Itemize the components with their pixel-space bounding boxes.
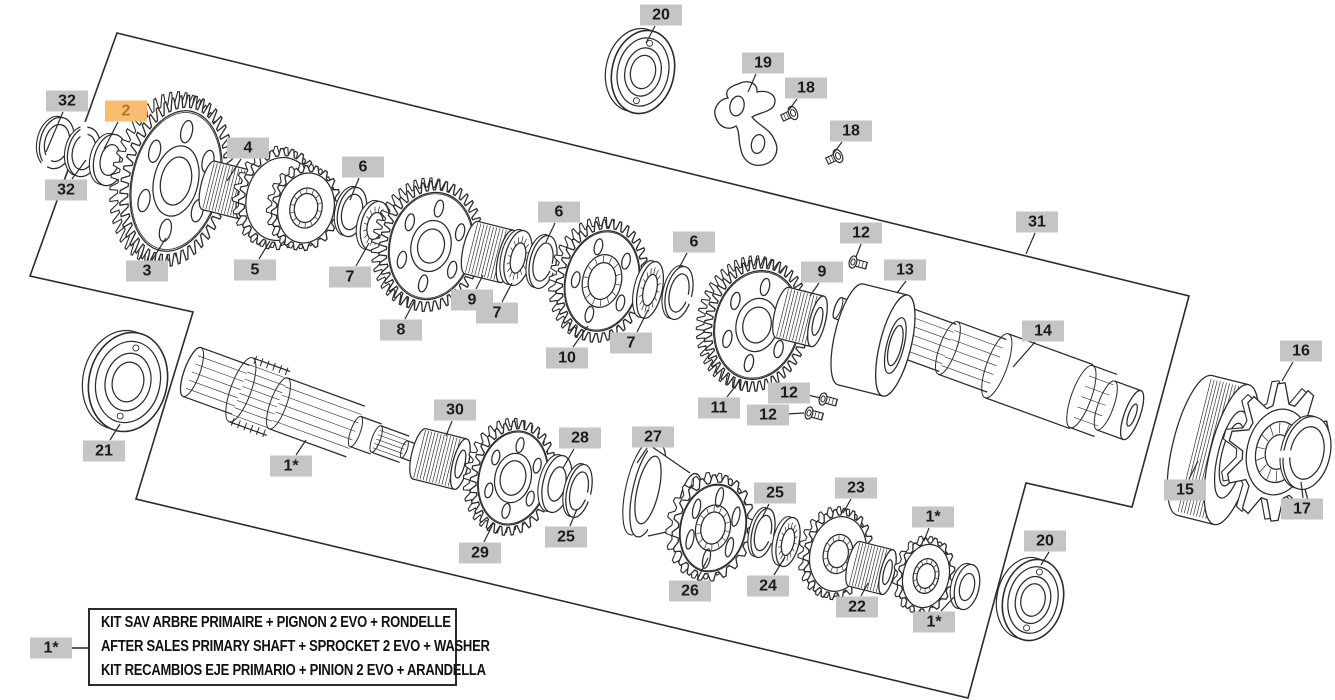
part-label-19[interactable]: 19 [742,52,784,74]
part-label-7a[interactable]: 7 [329,266,371,288]
spline-washer-7c [632,260,665,320]
bearing-20b [995,556,1065,642]
retainer-plate-19 [714,81,778,166]
snap-ring-25b [747,506,777,559]
screw-12a [848,255,869,270]
part-label-18b[interactable]: 18 [830,120,872,142]
gear-3 [109,91,233,268]
part-label-11[interactable]: 11 [698,397,740,419]
panel-border [28,32,1190,699]
leader-lines [45,25,1304,649]
part-label-9b[interactable]: 9 [801,261,843,283]
part-label-32a[interactable]: 32 [46,90,88,112]
needle-bearing-22 [845,540,897,596]
legend-line-fr: KIT SAV ARBRE PRIMAIRE + PIGNON 2 EVO + … [101,614,451,631]
part-label-6a[interactable]: 6 [342,156,384,178]
part-label-22[interactable]: 22 [836,596,878,618]
part-label-1sb[interactable]: 1* [912,506,954,528]
part-label-1sc[interactable]: 1* [913,611,955,633]
snap-ring-6c [661,264,696,321]
part-label-17[interactable]: 17 [1281,498,1323,520]
part-label-26[interactable]: 26 [669,580,711,602]
part-label-12c[interactable]: 12 [747,404,789,426]
part-label-12a[interactable]: 12 [840,222,882,244]
part-label-21[interactable]: 21 [83,440,125,462]
part-label-12b[interactable]: 12 [768,382,810,404]
legend-line-es: KIT RECAMBIOS EJE PRIMARIO + PINION 2 EV… [101,662,486,679]
part-label-18a[interactable]: 18 [785,77,827,99]
gear-10 [548,216,649,343]
screw-12b [818,392,839,407]
bearing-21 [81,329,169,433]
part-label-7b[interactable]: 7 [476,302,518,324]
part-label-14[interactable]: 14 [1022,320,1064,342]
screw-18a [779,105,799,122]
part-label-16[interactable]: 16 [1280,340,1322,362]
primary-shaft-1 [179,346,423,464]
part-label-28[interactable]: 28 [559,427,601,449]
legend-line-en: AFTER SALES PRIMARY SHAFT + SPROCKET 2 E… [101,638,490,655]
part-label-8[interactable]: 8 [380,319,422,341]
part-label-30[interactable]: 30 [434,399,476,421]
gear-29 [462,417,557,536]
spline-washer-24 [771,515,801,568]
part-label-23[interactable]: 23 [835,477,877,499]
washer-1star [949,562,981,611]
part-label-1sa[interactable]: 1* [270,455,312,477]
pinion-1star [892,535,956,615]
part-label-24[interactable]: 24 [747,575,789,597]
part-label-27[interactable]: 27 [632,426,674,448]
part-label-25a[interactable]: 25 [545,526,587,548]
gear-5 [265,163,342,252]
part-label-4[interactable]: 4 [227,137,269,159]
bearing-20a [604,27,676,115]
legend-label-1star[interactable]: 1* [30,637,72,659]
part-label-3[interactable]: 3 [126,260,168,282]
part-label-13[interactable]: 13 [884,259,926,281]
snap-ring-6b [525,233,560,290]
hub-gear-26 [665,471,755,582]
part-label-2-highlighted[interactable]: 2 [105,100,147,122]
part-label-5[interactable]: 5 [234,259,276,281]
part-label-29[interactable]: 29 [459,542,501,564]
part-label-7c[interactable]: 7 [610,332,652,354]
part-label-25b[interactable]: 25 [754,482,796,504]
part-label-20b[interactable]: 20 [1024,530,1066,552]
needle-bearing-9b [772,286,828,348]
part-label-32b[interactable]: 32 [45,179,87,201]
part-label-10[interactable]: 10 [546,347,588,369]
gear-8 [370,177,484,312]
part-label-15[interactable]: 15 [1164,479,1206,501]
legend-box: KIT SAV ARBRE PRIMAIRE + PIGNON 2 EVO + … [88,608,490,686]
screw-12c [804,406,825,421]
needle-bearing-30 [409,427,471,491]
circlip-17 [1277,415,1332,491]
part-label-6c[interactable]: 6 [673,231,715,253]
part-label-6b[interactable]: 6 [538,201,580,223]
bearing-carrier-13 [830,283,916,397]
part-label-20a[interactable]: 20 [640,4,682,26]
snap-ring-25a [562,463,595,519]
parts-layer [35,27,1332,642]
part-label-31[interactable]: 31 [1016,211,1058,233]
screw-18b [824,148,844,165]
